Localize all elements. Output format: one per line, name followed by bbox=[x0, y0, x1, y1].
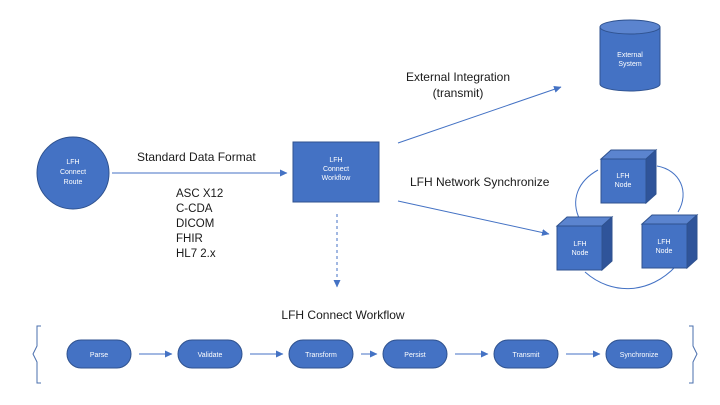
lfh-node-cube-right: LFH Node bbox=[640, 213, 699, 270]
pipeline-step-synchronize: Synchronize bbox=[605, 339, 673, 369]
pipeline-step-transform: Transform bbox=[288, 339, 354, 369]
cube-left-label-1: LFH bbox=[573, 241, 586, 248]
network-ring-arc-left bbox=[575, 169, 599, 221]
connect-workflow-label-2: Connect bbox=[323, 166, 349, 173]
right-bracket bbox=[689, 325, 698, 384]
external-integration-sublabel: (transmit) bbox=[433, 86, 484, 100]
cube-top-label-2: Node bbox=[615, 182, 632, 189]
network-ring-arc-bottom bbox=[584, 265, 677, 290]
network-synchronize-label: LFH Network Synchronize bbox=[410, 175, 550, 189]
cube-side-face bbox=[645, 148, 657, 205]
external-system-cylinder-top bbox=[599, 19, 661, 35]
format-item: DICOM bbox=[176, 218, 214, 230]
step-pill bbox=[382, 339, 448, 369]
step-label: Synchronize bbox=[620, 352, 659, 359]
connect-workflow-label-1: LFH bbox=[329, 157, 342, 164]
step-label: Transform bbox=[305, 352, 337, 359]
connect-route-label-3: Route bbox=[64, 179, 83, 186]
pipeline-step-persist: Persist bbox=[382, 339, 448, 369]
external-system-cylinder-body bbox=[599, 27, 661, 92]
network-ring-arc-top bbox=[656, 165, 684, 213]
cube-right-label-2: Node bbox=[656, 248, 673, 255]
step-pill bbox=[177, 339, 243, 369]
cube-side-face bbox=[601, 215, 613, 272]
step-label: Persist bbox=[404, 352, 425, 359]
pipeline-step-transmit: Transmit bbox=[493, 339, 559, 369]
network-synchronize-arrow bbox=[397, 200, 550, 236]
lfh-node-cube-top: LFH Node bbox=[599, 148, 658, 205]
step-label: Parse bbox=[90, 352, 108, 359]
step-label: Validate bbox=[198, 352, 223, 359]
external-integration-arrow bbox=[397, 85, 562, 144]
external-system-node: External System bbox=[599, 19, 661, 92]
cube-front-face bbox=[641, 223, 688, 269]
cube-side-face bbox=[686, 213, 698, 270]
external-integration-label: External Integration bbox=[406, 70, 510, 84]
standard-data-format-label: Standard Data Format bbox=[137, 150, 256, 164]
cube-left-label-2: Node bbox=[572, 250, 589, 257]
connect-route-circle bbox=[36, 136, 110, 210]
connect-route-label-2: Connect bbox=[60, 169, 86, 176]
lfh-node-cube-left: LFH Node bbox=[555, 215, 614, 272]
format-item: FHIR bbox=[176, 233, 203, 245]
connect-route-label-1: LFH bbox=[66, 159, 79, 166]
format-item: HL7 2.x bbox=[176, 248, 216, 260]
connect-workflow-node: LFH Connect Workflow bbox=[292, 141, 380, 203]
pipeline-step-parse: Parse bbox=[66, 339, 132, 369]
step-pill bbox=[493, 339, 559, 369]
cube-right-label-1: LFH bbox=[657, 239, 670, 246]
step-label: Transmit bbox=[513, 352, 540, 359]
step-pill bbox=[66, 339, 132, 369]
format-list: ASC X12 C-CDA DICOM FHIR HL7 2.x bbox=[176, 188, 223, 260]
connect-workflow-label-3: Workflow bbox=[322, 175, 352, 182]
format-item: ASC X12 bbox=[176, 188, 223, 200]
workflow-title: LFH Connect Workflow bbox=[281, 308, 404, 322]
connect-workflow-box bbox=[292, 141, 380, 203]
step-pill bbox=[605, 339, 673, 369]
cube-top-label-1: LFH bbox=[616, 173, 629, 180]
format-item: C-CDA bbox=[176, 203, 213, 215]
external-system-label-2: System bbox=[618, 61, 642, 68]
cube-front-face bbox=[556, 225, 603, 271]
cube-front-face bbox=[600, 158, 647, 204]
left-bracket bbox=[32, 325, 41, 384]
pipeline-step-validate: Validate bbox=[177, 339, 243, 369]
external-system-label-1: External bbox=[617, 52, 643, 59]
connect-route-node: LFH Connect Route bbox=[36, 136, 110, 210]
step-pill bbox=[288, 339, 354, 369]
